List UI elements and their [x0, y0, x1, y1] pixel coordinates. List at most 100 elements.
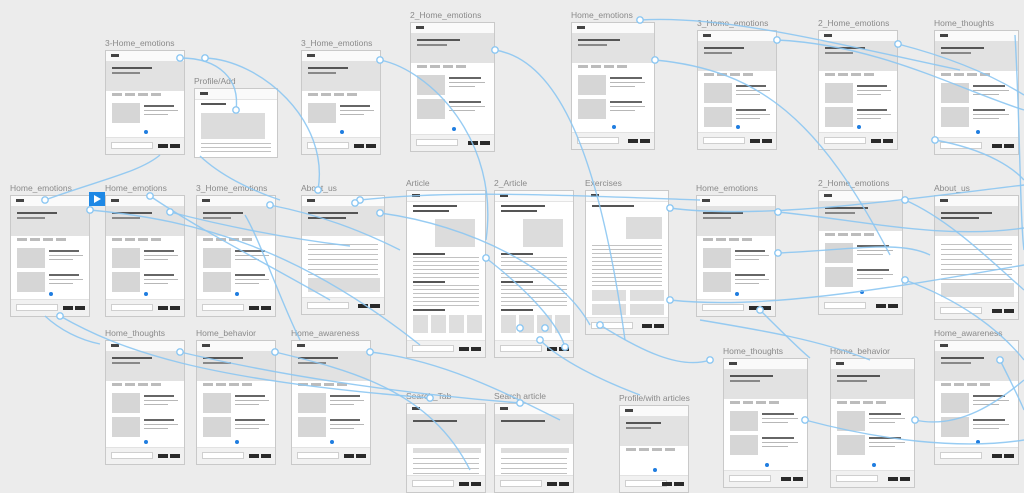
frame-exercises[interactable]: [585, 190, 669, 335]
frame-title[interactable]: 3_Home_emotions: [196, 183, 268, 193]
article-title-line: [501, 205, 545, 207]
footer-button: [547, 482, 557, 486]
footer-input: [703, 137, 745, 144]
list-item: [298, 393, 364, 413]
article-image: [523, 219, 563, 247]
frame-home[interactable]: [105, 340, 185, 465]
frame-home[interactable]: [410, 22, 495, 152]
frame-tabs: [302, 93, 380, 99]
frame-title[interactable]: Home_behavior: [196, 328, 257, 338]
frame-title[interactable]: Home_thoughts: [934, 18, 995, 28]
frame-title[interactable]: 3_Home_emotions: [301, 38, 373, 48]
frame-home[interactable]: [697, 30, 777, 150]
frame-home[interactable]: [196, 340, 276, 465]
frame-title[interactable]: Home_behavior: [830, 346, 891, 356]
frame-title[interactable]: Profile/Add: [194, 76, 236, 86]
footer-input: [702, 304, 744, 311]
frame-home[interactable]: [934, 340, 1019, 465]
about-text-line: [308, 259, 378, 260]
tab-item: [242, 383, 252, 386]
frame-title[interactable]: About_us: [301, 183, 337, 193]
frame-title[interactable]: Search_Tab: [406, 391, 452, 401]
footer-input: [202, 452, 244, 459]
frame-banner: [572, 33, 654, 63]
footer-input: [940, 452, 982, 459]
tab-item: [30, 238, 40, 241]
pagination-dot: [976, 130, 980, 134]
frame-title[interactable]: Home_thoughts: [723, 346, 784, 356]
footer-input: [202, 304, 244, 311]
frame-home[interactable]: [196, 195, 276, 317]
frame-title[interactable]: Article: [406, 178, 430, 188]
frame-home[interactable]: [696, 195, 776, 317]
item-title: [340, 105, 370, 107]
frame-home[interactable]: [571, 22, 655, 150]
frame-home[interactable]: [301, 50, 381, 155]
frame-home[interactable]: [723, 358, 808, 488]
frame-title[interactable]: 2_Home_emotions: [410, 10, 482, 20]
frame-home[interactable]: [934, 30, 1019, 155]
frame-title[interactable]: Home_emotions: [571, 10, 633, 20]
frame-title[interactable]: 3-Home_emotions: [105, 38, 175, 48]
about-text-line: [941, 259, 1012, 260]
frame-title[interactable]: 2_Home_emotions: [818, 178, 890, 188]
frame-home[interactable]: [818, 30, 898, 150]
item-title: [235, 395, 265, 397]
frame-title[interactable]: Profile/with articles: [619, 393, 690, 403]
logo: [500, 194, 508, 197]
frame-article[interactable]: [494, 190, 574, 358]
logo: [824, 34, 832, 37]
frame-home[interactable]: [291, 340, 371, 465]
frame-search[interactable]: [494, 403, 574, 493]
tab-item: [151, 93, 161, 96]
frame-title[interactable]: Home_emotions: [105, 183, 167, 193]
logo: [111, 344, 119, 347]
tab-item: [864, 233, 874, 236]
frame-home[interactable]: [105, 195, 185, 317]
item-thumbnail: [825, 83, 853, 103]
item-thumbnail: [704, 83, 732, 103]
frame-home[interactable]: [818, 190, 903, 315]
list-item: [825, 243, 896, 263]
frame-home[interactable]: [830, 358, 915, 488]
item-title: [235, 419, 265, 421]
frame-about[interactable]: [301, 195, 385, 315]
item-thumbnail: [112, 393, 140, 413]
tab-item: [954, 73, 964, 76]
frame-title[interactable]: 2_Article: [494, 178, 528, 188]
frame-tabs: [724, 401, 807, 407]
article-text-line: [501, 305, 567, 306]
banner-title-line: [112, 362, 140, 364]
frame-title[interactable]: 2_Home_emotions: [818, 18, 890, 28]
frame-article[interactable]: [406, 190, 486, 358]
frame-title[interactable]: Home_awareness: [934, 328, 1003, 338]
frame-profile[interactable]: [194, 88, 278, 158]
frame-home[interactable]: [619, 405, 689, 493]
frame-home[interactable]: [105, 50, 185, 155]
frame-title[interactable]: Exercises: [585, 178, 622, 188]
frame-footer: [106, 137, 184, 154]
search-field: [413, 448, 481, 453]
related-card: [431, 315, 446, 333]
frame-search[interactable]: [406, 403, 486, 493]
item-text: [235, 400, 269, 401]
article-text-line: [413, 301, 479, 302]
frame-about[interactable]: [934, 195, 1019, 320]
frame-title[interactable]: Home_awareness: [291, 328, 360, 338]
frame-home[interactable]: [10, 195, 90, 317]
item-title: [144, 419, 174, 421]
tab-item: [56, 238, 66, 241]
list-item: [203, 393, 269, 413]
frame-title[interactable]: 3_Home_emotions: [697, 18, 769, 28]
banner-title-line: [112, 217, 140, 219]
frame-title[interactable]: Search article: [494, 391, 546, 401]
start-flow-button[interactable]: [89, 192, 105, 206]
frame-title[interactable]: Home_emotions: [696, 183, 758, 193]
frame-title[interactable]: About_us: [934, 183, 970, 193]
footer-button: [547, 347, 557, 351]
frame-title[interactable]: Home_emotions: [10, 183, 72, 193]
item-title: [736, 109, 766, 111]
frame-title[interactable]: Home_thoughts: [105, 328, 166, 338]
item-text: [973, 94, 999, 95]
